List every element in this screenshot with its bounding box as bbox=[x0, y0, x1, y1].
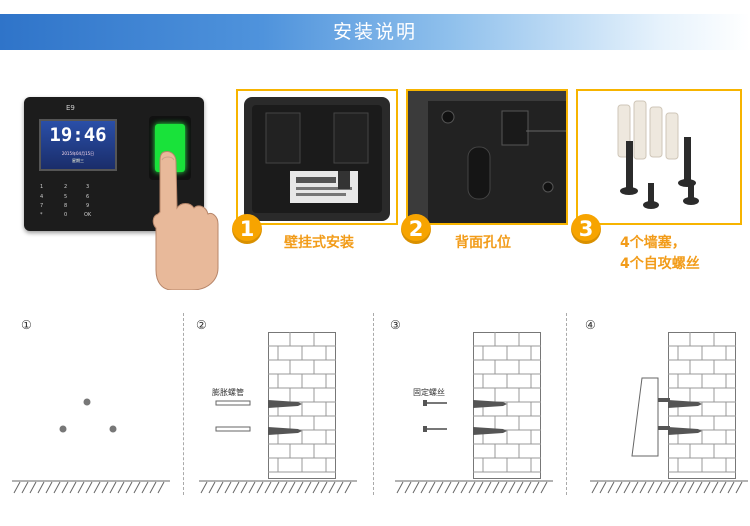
device-key: * bbox=[40, 212, 43, 218]
device-screen bbox=[39, 119, 117, 171]
device-key: 0 bbox=[64, 212, 68, 218]
device-clock: 19:46 bbox=[49, 124, 107, 146]
step-badge-2: 2 bbox=[401, 214, 431, 244]
device-key: 6 bbox=[86, 194, 90, 200]
diagram-step-number-1: ① bbox=[21, 318, 32, 332]
ground-line bbox=[199, 480, 357, 494]
step-badge-3: 3 bbox=[571, 214, 601, 244]
section-title: 安装说明 bbox=[332, 21, 417, 43]
section-banner bbox=[0, 14, 750, 50]
rear-holes-illustration bbox=[408, 91, 566, 223]
device-key: 1 bbox=[40, 184, 44, 190]
hand-image bbox=[152, 151, 219, 290]
brick-wall bbox=[668, 332, 736, 479]
step-badge-1: 1 bbox=[232, 214, 262, 244]
device-key: 8 bbox=[64, 203, 68, 209]
screw-label: 固定螺丝 bbox=[413, 388, 445, 397]
device-key: 9 bbox=[86, 203, 90, 209]
diagram-divider bbox=[566, 313, 567, 495]
ground-line bbox=[590, 480, 748, 494]
diagram-step-number-3: ③ bbox=[390, 318, 401, 332]
anchors-screws-illustration bbox=[617, 100, 699, 209]
device-weekday: 星期三 bbox=[72, 158, 84, 163]
device-key: 7 bbox=[40, 203, 44, 209]
device-key: 2 bbox=[64, 184, 68, 190]
device-key: 5 bbox=[64, 194, 68, 200]
anchor-label: 膨胀螺管 bbox=[212, 388, 244, 397]
brick-wall bbox=[268, 332, 336, 479]
back-panel-photo bbox=[236, 89, 398, 225]
device-date: 2015年04月15日 bbox=[61, 151, 95, 156]
step-caption-1: 壁挂式安装 bbox=[284, 235, 354, 251]
diagram-divider bbox=[183, 313, 184, 495]
anchors-screws-photo bbox=[576, 89, 742, 225]
ground-line bbox=[12, 480, 170, 494]
ground-line bbox=[395, 480, 553, 494]
step-caption-2: 背面孔位 bbox=[455, 235, 511, 251]
step-caption-3-line1: 4个墙塞， bbox=[620, 235, 686, 251]
device-brand-label: E9 bbox=[66, 104, 75, 112]
device-key: OK bbox=[84, 212, 92, 218]
device-back-illustration bbox=[244, 97, 390, 221]
diagram-step-number-2: ② bbox=[196, 318, 207, 332]
anchor-sleeves bbox=[215, 400, 251, 432]
rear-holes-photo bbox=[406, 89, 568, 225]
step-caption-3-line2: 4个自攻螺丝 bbox=[620, 256, 700, 272]
device-key: 3 bbox=[86, 184, 90, 190]
drill-hole-marks bbox=[59, 398, 117, 433]
screws bbox=[423, 400, 447, 432]
diagram-divider bbox=[373, 313, 374, 495]
diagram-step-number-4: ④ bbox=[585, 318, 596, 332]
device-key: 4 bbox=[40, 194, 44, 200]
brick-wall bbox=[473, 332, 541, 479]
mounted-device-side-view bbox=[631, 377, 670, 457]
